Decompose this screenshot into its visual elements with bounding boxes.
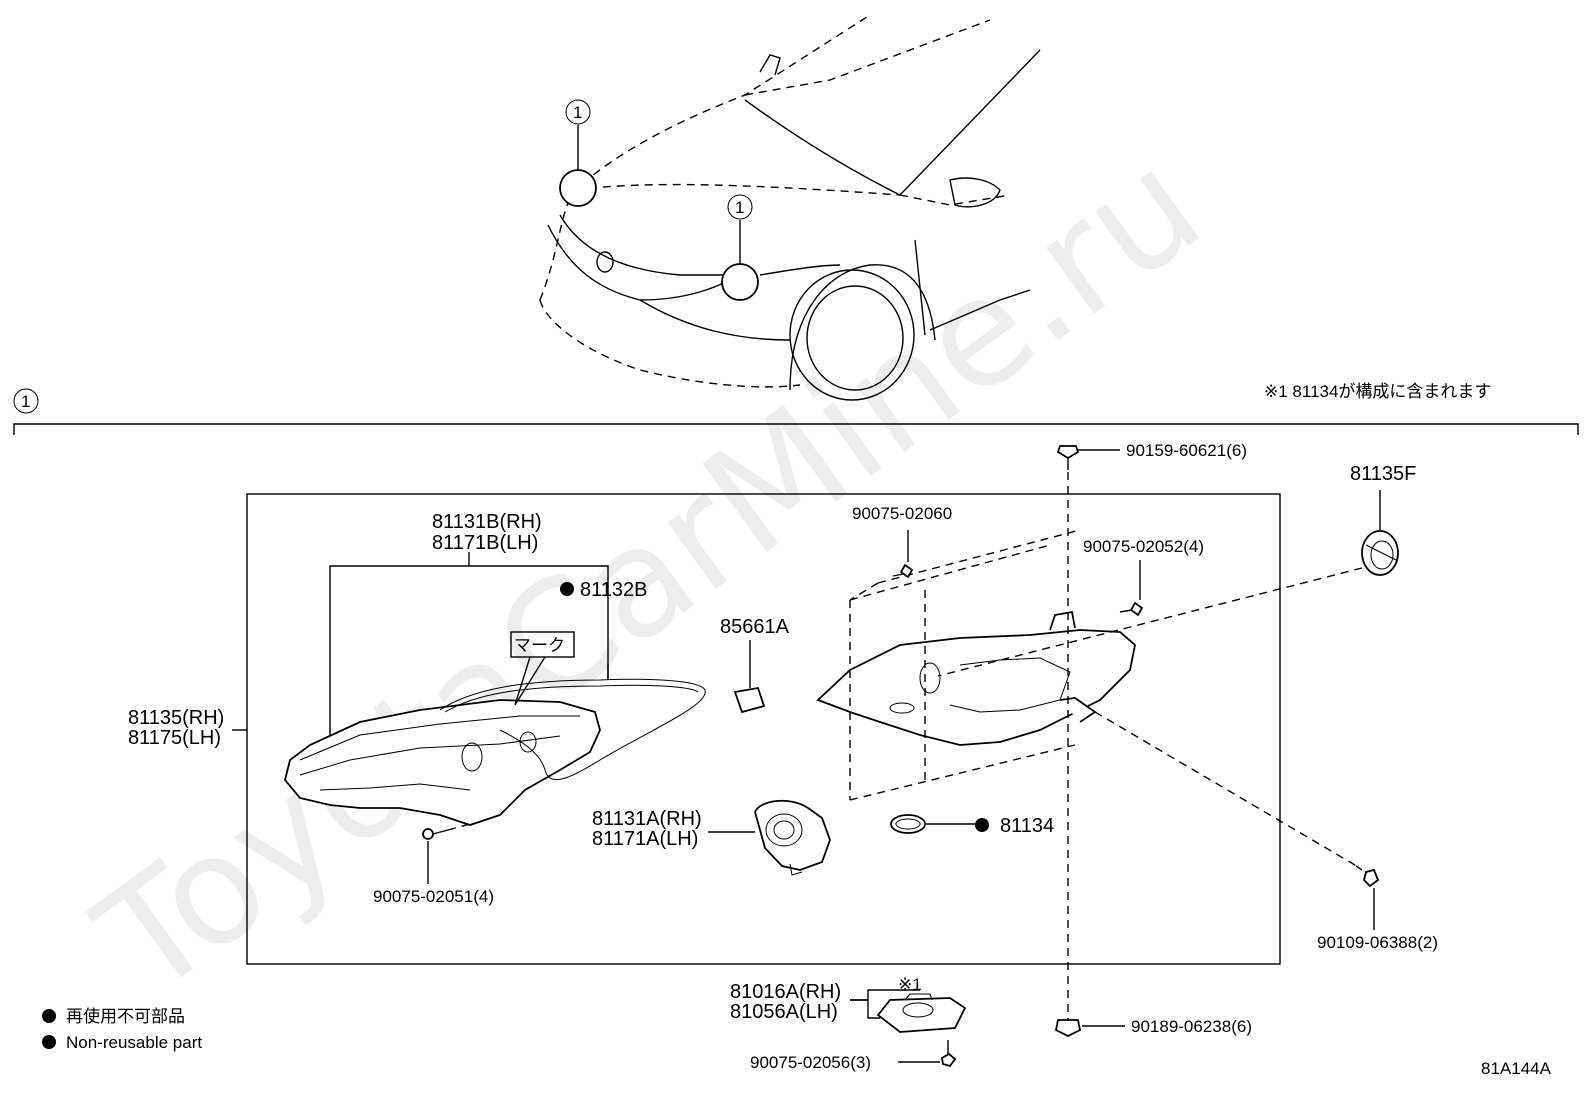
headlamp-housing <box>284 699 601 826</box>
label-85661a: 85661A <box>720 616 790 638</box>
mark-box <box>510 631 575 658</box>
callout-marker-lh: 1 <box>735 198 744 217</box>
label-90189-06238: 90189-06238(6) <box>1131 1017 1252 1036</box>
label-81135f: 81135F <box>1350 463 1416 485</box>
section-bracket <box>13 423 1579 435</box>
note-text: ※1 81134が構成に含まれます <box>1264 382 1491 401</box>
label-81171a-lh: 81171A(LH) <box>592 828 698 850</box>
legend: 再使用不可部品 Non-reusable part <box>42 1006 202 1052</box>
label-81175-lh: 81175(LH) <box>128 727 221 749</box>
screw-90075-02052 <box>1119 601 1144 617</box>
label-81134: 81134 <box>1000 815 1054 837</box>
label-81056a-lh: 81056A(LH) <box>730 1001 838 1023</box>
non-reusable-dot-81132b <box>560 582 574 596</box>
label-81171b-lh: 81171B(LH) <box>432 532 538 554</box>
screw-90075-02051 <box>422 823 471 840</box>
label-90109-06388: 90109-06388(2) <box>1317 933 1438 952</box>
label-note-ref: ※1 <box>898 975 922 994</box>
label-81016a-rh: 81016A(RH) <box>730 981 841 1003</box>
mark-label: マーク <box>514 636 565 655</box>
label-90075-02060: 90075-02060 <box>852 504 952 523</box>
section-marker: 1 <box>21 392 30 411</box>
bolt-90189-06238 <box>1054 1019 1082 1038</box>
figure-code: 81A144A <box>1481 1059 1552 1078</box>
headlamp-location-lh <box>721 263 759 301</box>
bolt-90159-60621 <box>1056 445 1080 470</box>
legend-item-en: Non-reusable part <box>66 1033 202 1052</box>
label-90159-60621: 90159-60621(6) <box>1126 441 1247 460</box>
legend-item-ja: 再使用不可部品 <box>66 1006 185 1026</box>
screw-90075-02060 <box>892 563 914 579</box>
watermark: ToyotaCarMine.ru <box>68 118 1231 1030</box>
screw-90075-02056 <box>941 1040 957 1068</box>
label-90075-02052: 90075-02052(4) <box>1083 537 1204 556</box>
assembly-box <box>246 493 1281 965</box>
projector-unit-81131a <box>754 799 831 876</box>
label-81131a-rh: 81131A(RH) <box>592 808 702 830</box>
label-81135-rh: 81135(RH) <box>128 707 224 729</box>
car-front-view: 1 1 <box>539 14 1041 401</box>
lamp-unit-81016a <box>876 993 967 1033</box>
label-90075-02056: 90075-02056(3) <box>750 1053 871 1072</box>
label-90075-02051: 90075-02051(4) <box>373 887 494 906</box>
legend-dot-en <box>42 1035 56 1049</box>
o-ring-81134 <box>890 814 926 834</box>
non-reusable-dot-81134 <box>975 818 989 832</box>
headlamp-location-rh <box>559 169 597 207</box>
rear-housing <box>816 610 1136 746</box>
screw-90109-06388 <box>1355 865 1380 888</box>
gasket-81132b <box>439 678 706 781</box>
callout-marker-rh: 1 <box>573 103 582 122</box>
legend-dot-ja <box>42 1009 56 1023</box>
section-marker-circle <box>13 388 39 414</box>
bracket-85661a <box>733 686 766 714</box>
label-81132b: 81132B <box>580 579 647 601</box>
label-81131b-rh: 81131B(RH) <box>432 511 542 533</box>
cap-81135f <box>1361 530 1399 576</box>
